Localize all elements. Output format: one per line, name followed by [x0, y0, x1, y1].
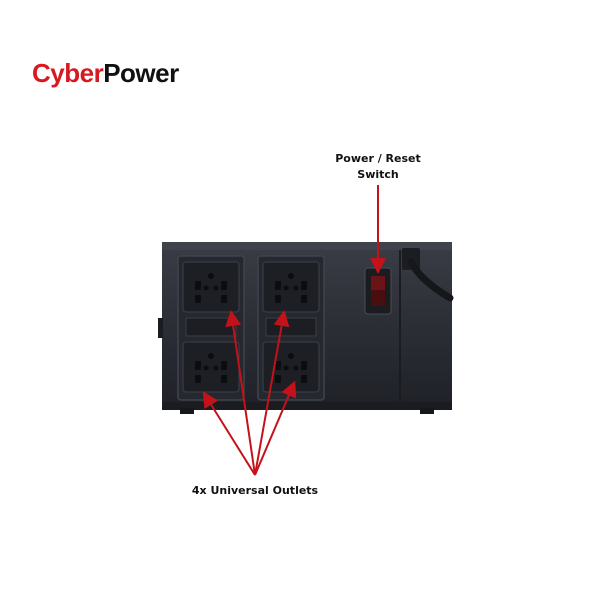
outlets-callout-arrows [202, 310, 297, 476]
outlet-1 [182, 261, 240, 313]
power-reset-switch [364, 267, 392, 315]
switch-callout-line2: Switch [357, 168, 399, 181]
cyberpower-logo: CyberPower [32, 58, 179, 88]
outlet-3 [182, 341, 240, 393]
power-cord [402, 248, 454, 302]
switch-callout-line1: Power / Reset [335, 152, 421, 165]
outlets-callout-label: 4x Universal Outlets [191, 484, 319, 497]
switch-callout-label: Power / Reset Switch [330, 151, 426, 183]
outlet-2 [262, 261, 320, 313]
